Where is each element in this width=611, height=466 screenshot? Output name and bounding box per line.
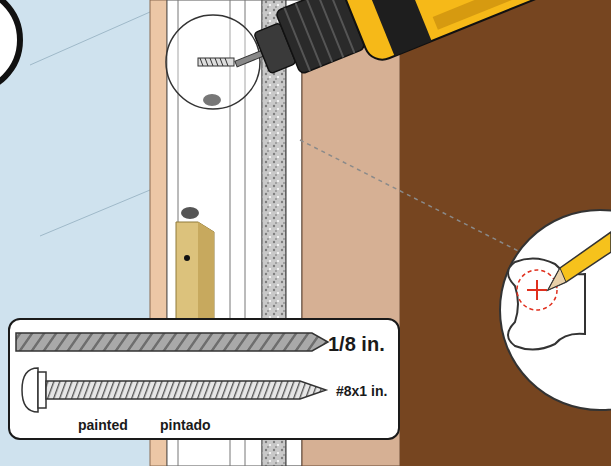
pencil-tip bbox=[548, 268, 566, 290]
mark-cross bbox=[527, 280, 547, 300]
glass-reflection bbox=[30, 12, 150, 65]
screw-head-base bbox=[38, 372, 46, 408]
leader-line bbox=[300, 140, 540, 262]
drill-bit bbox=[235, 50, 265, 67]
step-circle bbox=[0, 0, 20, 92]
screw-hole bbox=[184, 255, 190, 261]
finish-label: painted bbox=[78, 418, 128, 432]
screw-shank bbox=[46, 381, 326, 399]
hole-detail bbox=[203, 94, 221, 106]
collar-ridge bbox=[284, 0, 354, 71]
screw-thread bbox=[200, 58, 228, 66]
inset-box: 1/8 in. #8x1 in. painted pintado bbox=[8, 318, 400, 440]
drill-bit-size: 1/8 in. bbox=[328, 334, 385, 354]
drill-body bbox=[333, 0, 611, 65]
screw-head bbox=[22, 368, 38, 412]
detail-circle bbox=[500, 210, 611, 410]
drill-band bbox=[356, 0, 432, 56]
drill-bit-inset bbox=[16, 333, 328, 351]
screw-detail bbox=[198, 58, 234, 66]
glass-reflection bbox=[40, 190, 150, 236]
pencil bbox=[548, 232, 611, 290]
strike-cutout bbox=[181, 207, 199, 219]
finish-label: pintado bbox=[160, 418, 211, 432]
drill bbox=[217, 0, 611, 112]
screw-size: #8x1 in. bbox=[336, 384, 387, 398]
mark-circle bbox=[517, 270, 557, 310]
drill-shade bbox=[433, 0, 611, 30]
